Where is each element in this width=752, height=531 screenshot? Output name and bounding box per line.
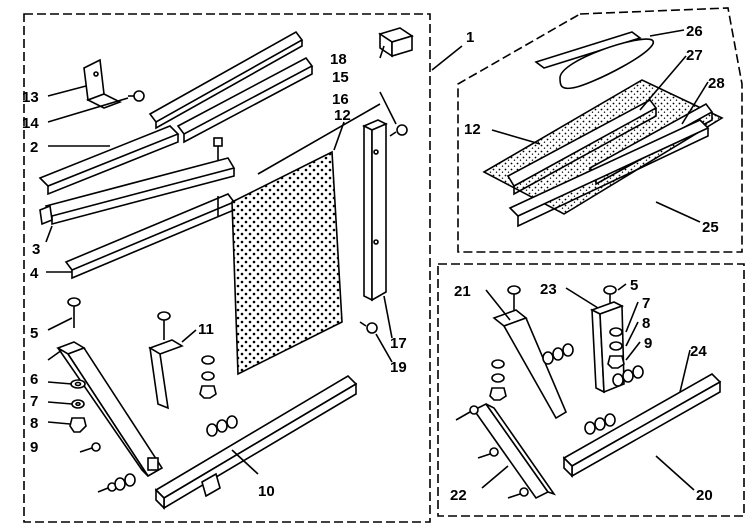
nut-part-9	[69, 417, 87, 433]
callout-20: 20	[696, 487, 713, 504]
washer-nut-set-right	[489, 327, 644, 435]
leader-lines	[45, 29, 709, 491]
bracket-part-21	[492, 285, 568, 420]
callout-8-left: 8	[30, 415, 38, 432]
callout-27: 27	[686, 47, 703, 64]
top-rail-a	[148, 30, 304, 130]
callout-5-left: 5	[30, 325, 38, 342]
bottom-rail-part-10	[154, 374, 358, 510]
screw-part-16	[213, 137, 223, 216]
filter-rail-part-27	[506, 98, 658, 196]
callout-28: 28	[708, 75, 725, 92]
callout-13: 13	[22, 89, 39, 106]
filter-kit-boundary	[457, 7, 743, 253]
callout-9-right: 9	[644, 335, 652, 352]
screw-part-15	[389, 124, 408, 137]
block-part-18	[378, 27, 414, 58]
callout-10: 10	[258, 483, 275, 500]
callout-16: 16	[332, 91, 349, 108]
gasket-strip-part-26	[534, 31, 655, 90]
washer-part-7	[70, 379, 86, 389]
callout-19: 19	[390, 359, 407, 376]
bracket-part-11	[148, 311, 184, 410]
screw-part-19	[359, 321, 378, 334]
callout-7-right: 7	[642, 295, 650, 312]
bolt-set-left-bottom	[79, 442, 136, 493]
callout-12-filter: 12	[464, 121, 481, 138]
screw-part-5-right	[603, 285, 617, 304]
leg-part-6	[56, 341, 164, 478]
channel-part-3	[39, 157, 236, 226]
callout-9-left: 9	[30, 439, 38, 456]
bracket-kit-boundary	[437, 263, 745, 517]
screw-part-14	[128, 90, 145, 102]
main-kit-boundary	[23, 13, 431, 523]
top-rail-b	[176, 56, 314, 144]
rail-part-24	[562, 373, 722, 478]
screw-part-5	[67, 297, 81, 328]
callout-17: 17	[390, 335, 407, 352]
callout-25: 25	[702, 219, 719, 236]
filter-bottom-channel	[508, 119, 710, 228]
callout-4: 4	[30, 265, 39, 282]
washer-part-8	[71, 399, 85, 409]
callout-1: 1	[466, 29, 474, 46]
callout-12-main: 12	[334, 107, 351, 124]
vertical-post-part-17	[362, 119, 388, 302]
callout-7-left: 7	[30, 393, 38, 410]
callout-8-right: 8	[642, 315, 650, 332]
channel-part-4	[64, 193, 236, 280]
callout-24: 24	[690, 343, 707, 360]
callout-11: 11	[198, 321, 214, 338]
foam-panel-part-12	[231, 150, 343, 376]
nut-set-center	[199, 355, 238, 437]
callout-3: 3	[32, 241, 40, 258]
callout-22: 22	[450, 487, 467, 504]
callout-5-right: 5	[630, 277, 638, 294]
rail-part-2	[38, 125, 180, 196]
callout-6: 6	[30, 371, 38, 388]
callout-14: 14	[22, 115, 39, 132]
callout-26: 26	[686, 23, 703, 40]
callout-21: 21	[454, 283, 471, 300]
callout-23: 23	[540, 281, 557, 298]
callout-labels: 1 2 3 4 5 6 7 8 9 10 11 12 13 14 15 16 1…	[22, 23, 725, 504]
bracket-part-13	[83, 58, 122, 109]
callout-2: 2	[30, 139, 38, 156]
brace-part-22	[455, 402, 557, 500]
callout-18: 18	[330, 51, 347, 68]
callout-15: 15	[332, 69, 349, 86]
